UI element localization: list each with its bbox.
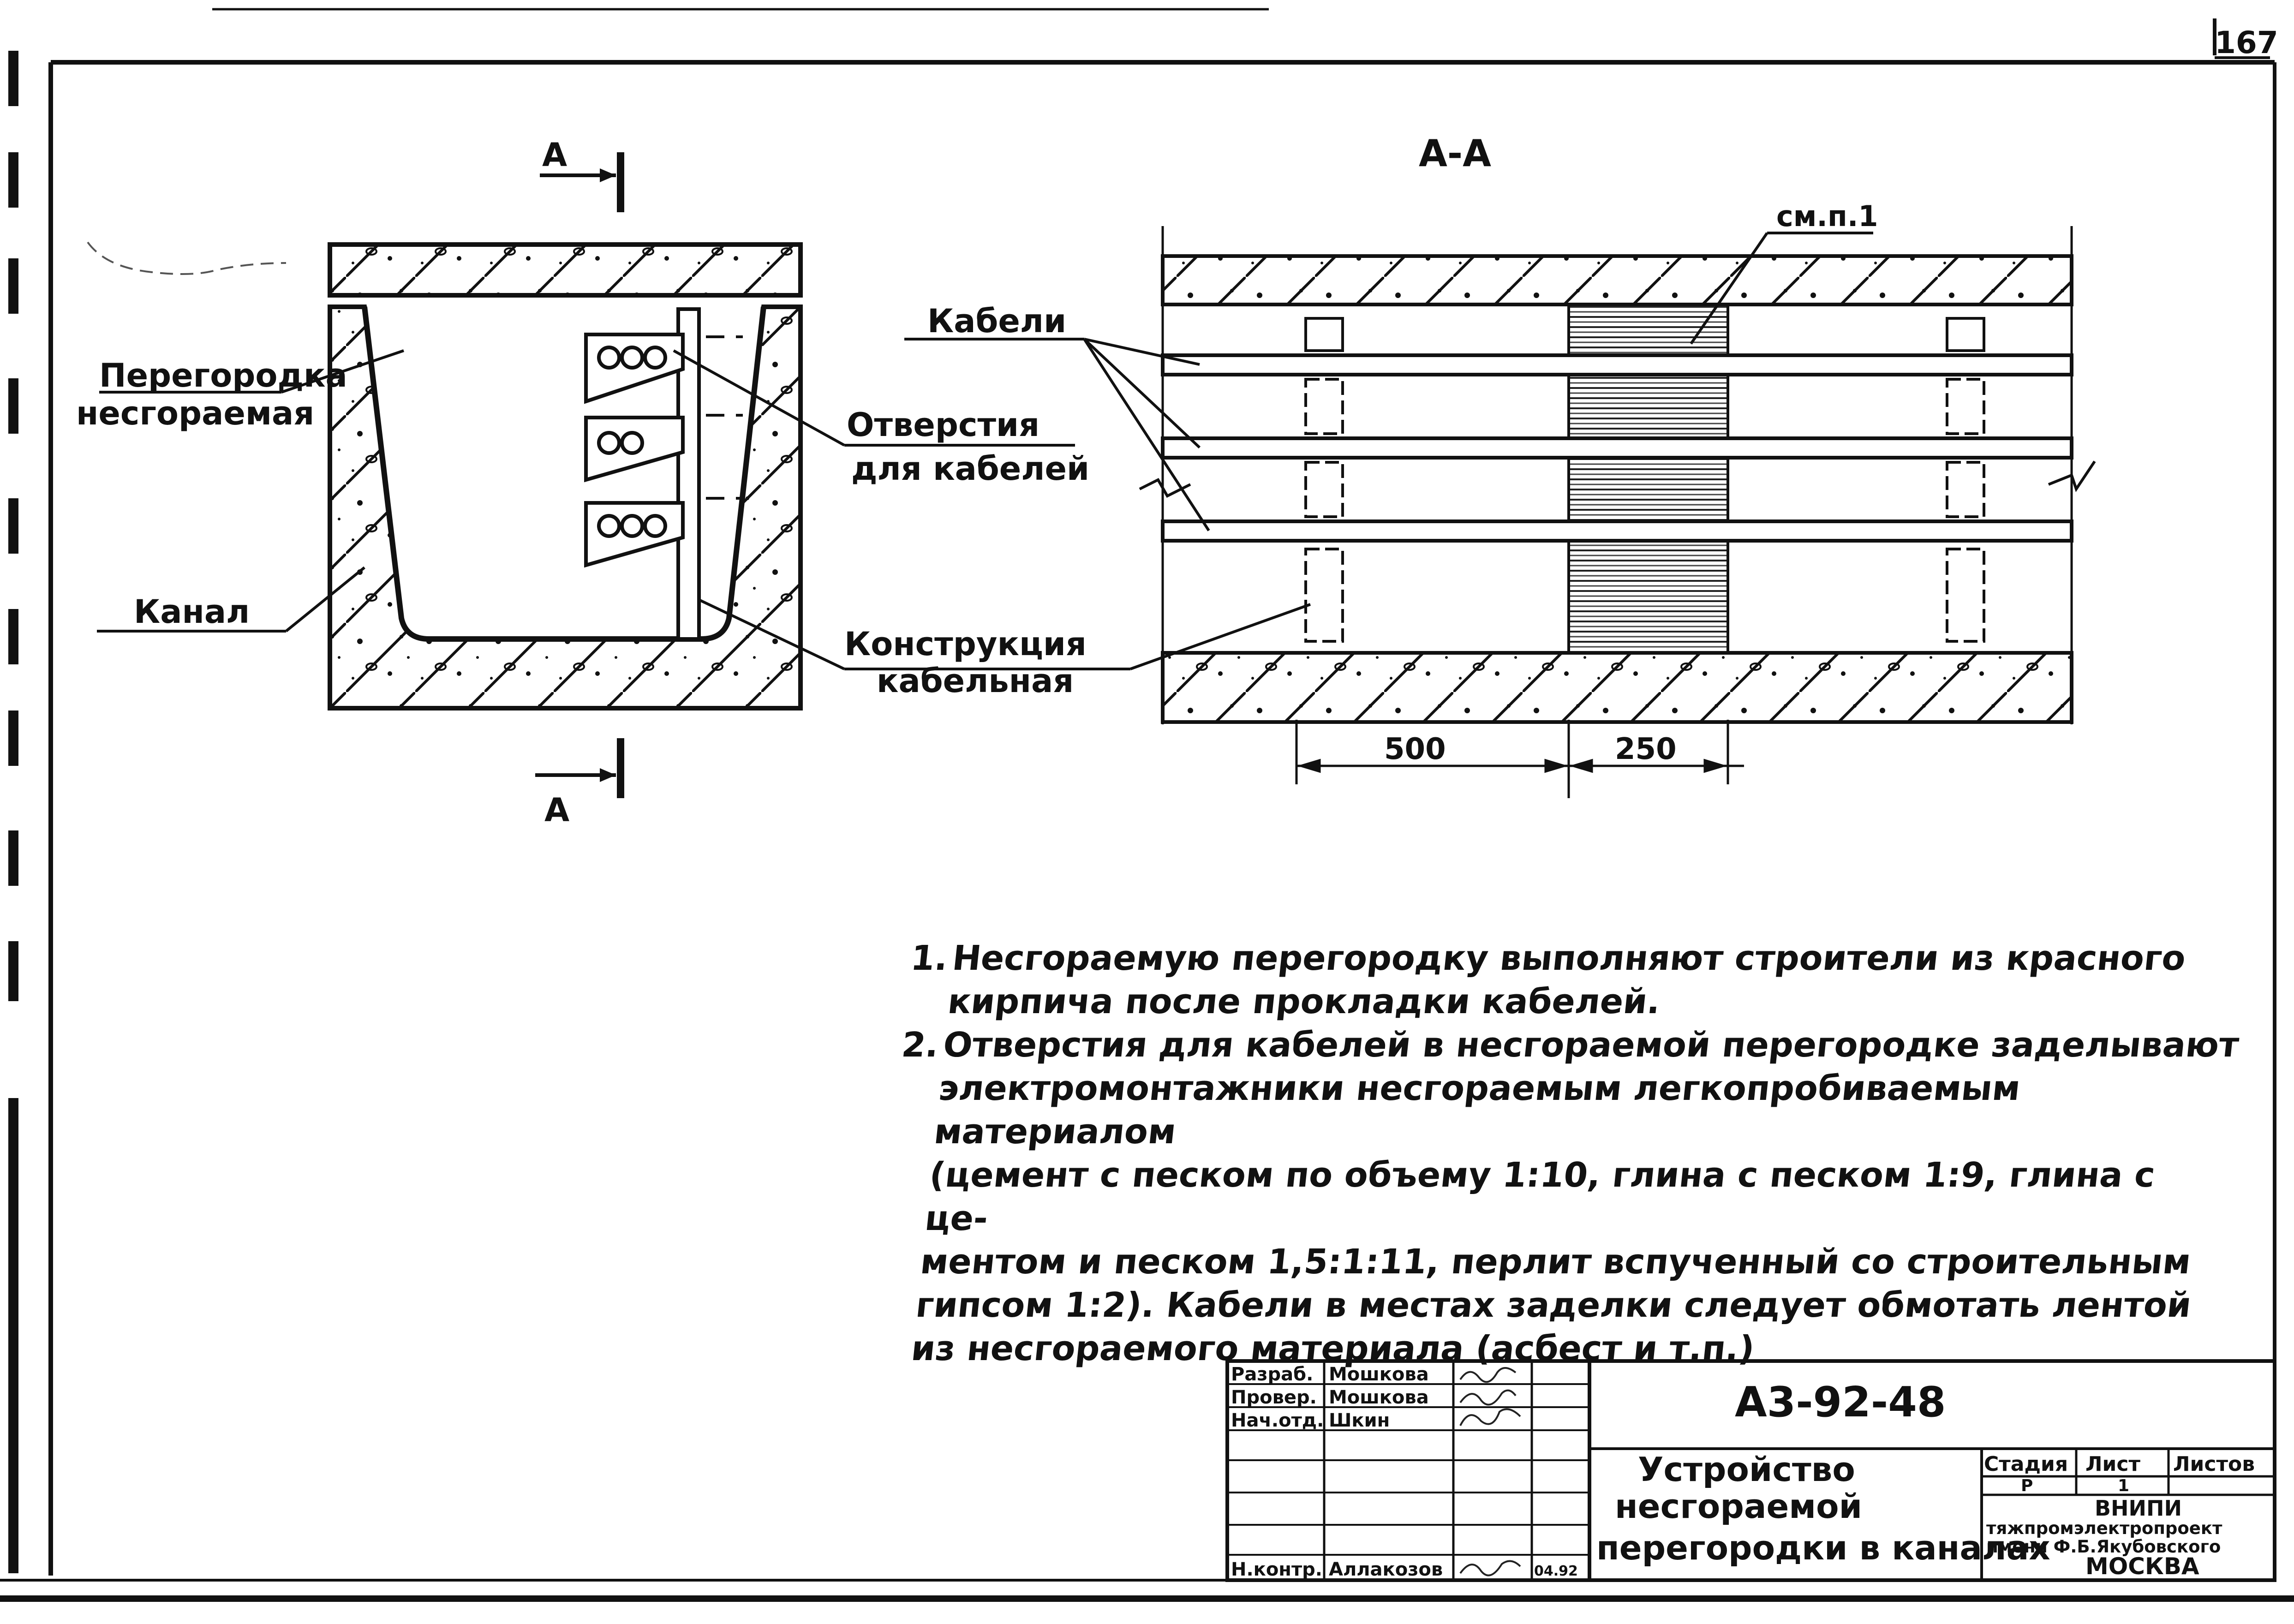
section-letter-bottom: А <box>544 791 569 829</box>
top-slab <box>1161 254 2073 306</box>
note-1-line-1: Несгораемую перегородку выполняют строит… <box>950 938 2188 978</box>
section-letter-top: А <box>542 136 567 174</box>
svg-text:Разраб.: Разраб. <box>1231 1364 1313 1385</box>
svg-text:Устройство: Устройство <box>1638 1450 1855 1489</box>
svg-text:Шкин: Шкин <box>1329 1410 1390 1431</box>
note-2: 2.Отверстия для кабелей в несгораемой пе… <box>868 1023 2242 1370</box>
section-aa-view: А-А см.п.1 <box>1139 132 2096 798</box>
channel-cover-slab <box>328 242 803 298</box>
svg-text:Мошкова: Мошкова <box>1329 1387 1429 1408</box>
svg-text:Аллакозов: Аллакозов <box>1329 1559 1443 1580</box>
note-2-line-4: ментом и песком 1,5:1:11, перлит вспучен… <box>918 1242 2193 1282</box>
note-2-line-2: электромонтажники несгораемым легкопроби… <box>932 1069 2023 1152</box>
svg-text:Отверстия: Отверстия <box>847 406 1039 444</box>
note-2-line-6: из несгораемого материала (асбест и т.п.… <box>909 1329 1756 1368</box>
section-mark-bottom: А <box>535 738 624 829</box>
dimension-500: 500 <box>1384 732 1446 766</box>
svg-text:МОСКВА: МОСКВА <box>2085 1553 2199 1580</box>
signatures <box>1459 1367 1521 1576</box>
svg-text:Провер.: Провер. <box>1231 1387 1317 1408</box>
note-2-number: 2. <box>900 1025 941 1065</box>
svg-text:для кабелей: для кабелей <box>851 450 1089 488</box>
note-1-number: 1. <box>908 938 950 978</box>
svg-text:несгораемой: несгораемой <box>1615 1487 1862 1526</box>
ref-note: см.п.1 <box>1690 199 1878 345</box>
note-2-line-5: гипсом 1:2). Кабели в местах заделки сле… <box>914 1285 2193 1325</box>
cable-lines <box>1161 353 2073 543</box>
svg-text:несгораемая: несгораемая <box>76 394 314 432</box>
note-2-line-1: Отверстия для кабелей в несгораемой пере… <box>941 1025 2241 1065</box>
svg-text:Канал: Канал <box>134 593 250 631</box>
label-partition: Перегородка несгораемая <box>76 349 404 432</box>
label-construction: Конструкция кабельная <box>698 598 1311 700</box>
svg-text:Листов: Листов <box>2173 1452 2255 1476</box>
label-cables: Кабели <box>904 302 1210 531</box>
svg-text:Конструкция: Конструкция <box>844 625 1087 663</box>
section-mark-top: А <box>540 136 624 212</box>
page-number: 167 <box>2215 25 2278 60</box>
svg-text:Мошкова: Мошкова <box>1329 1364 1429 1385</box>
notes-block: 1.Несгораемую перегородку выполняют стро… <box>868 937 2252 1370</box>
svg-text:перегородки в каналах: перегородки в каналах <box>1596 1528 2050 1567</box>
label-holes: Отверстия для кабелей <box>673 349 1089 488</box>
svg-text:имени Ф.Б.Якубовского: имени Ф.Б.Якубовского <box>1986 1537 2221 1557</box>
note-2-line-3: (цемент с песком по объему 1:10, глина с… <box>923 1155 2157 1238</box>
svg-text:Р: Р <box>2021 1476 2033 1495</box>
cable-construction-posts <box>1304 317 1985 643</box>
svg-text:1: 1 <box>2118 1476 2129 1495</box>
channel-cross-section <box>328 242 803 710</box>
svg-text:Стадия: Стадия <box>1984 1452 2068 1476</box>
title-block <box>1225 1359 2276 1582</box>
note-1: 1.Несгораемую перегородку выполняют стро… <box>904 937 2252 1023</box>
svg-text:Нач.отд.: Нач.отд. <box>1231 1410 1324 1431</box>
drawing-title: Устройство несгораемой перегородки в кан… <box>1596 1450 2050 1567</box>
dimension-line <box>1295 720 1744 798</box>
doc-code: А3-92-48 <box>1735 1378 1946 1427</box>
svg-text:04.92: 04.92 <box>1534 1563 1578 1579</box>
bottom-slab <box>1161 651 2073 724</box>
organization: ВНИПИ тяжпромэлектропроект имени Ф.Б.Яку… <box>1986 1496 2222 1580</box>
section-aa-title: А-А <box>1419 132 1491 175</box>
dimension-250: 250 <box>1615 732 1677 766</box>
stage-sheet-columns: Стадия Лист Листов Р 1 <box>1984 1452 2255 1495</box>
svg-text:Н.контр.: Н.контр. <box>1231 1559 1322 1580</box>
left-edge-marks <box>8 51 18 1573</box>
svg-text:ВНИПИ: ВНИПИ <box>2095 1496 2182 1521</box>
note-1-line-2: кирпича после прокладки кабелей. <box>946 982 1662 1021</box>
svg-text:Кабели: Кабели <box>927 302 1066 340</box>
label-channel: Канал <box>97 566 365 633</box>
sheet-frame <box>0 8 2294 1602</box>
title-block-roles: Разраб. Мошкова Провер. Мошкова Нач.отд.… <box>1231 1364 1578 1580</box>
svg-text:Перегородка: Перегородка <box>99 357 347 394</box>
svg-text:см.п.1: см.п.1 <box>1776 199 1878 233</box>
cables-in-section <box>597 346 667 538</box>
svg-text:Лист: Лист <box>2085 1452 2140 1476</box>
svg-text:тяжпромэлектропроект: тяжпромэлектропроект <box>1986 1518 2222 1538</box>
